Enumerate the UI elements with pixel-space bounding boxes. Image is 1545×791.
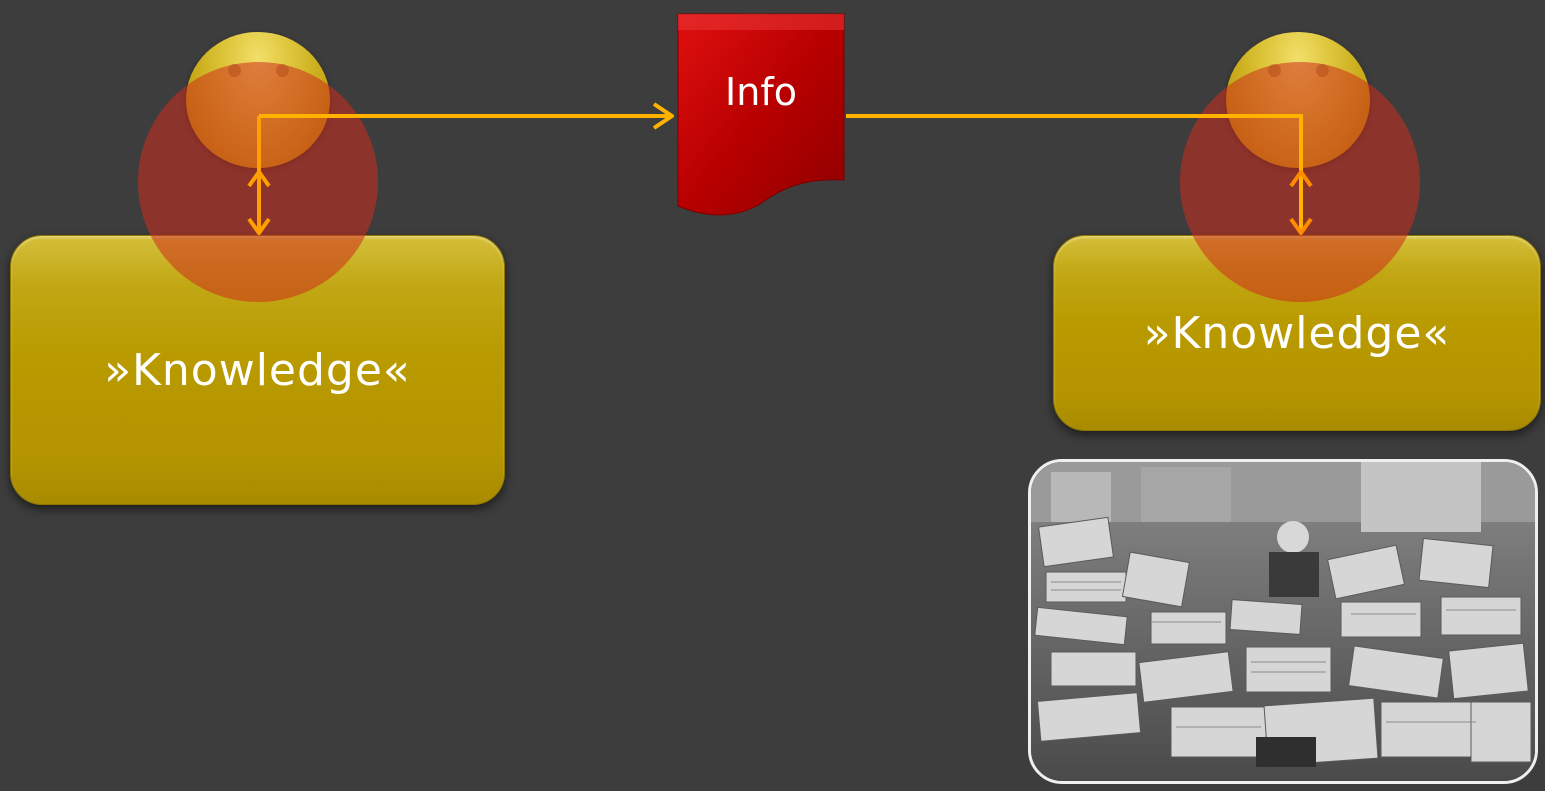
knowledge-label-right: »Knowledge« <box>1143 307 1451 359</box>
paper-stacks-image <box>1031 462 1535 781</box>
paper-stacks-photo <box>1028 459 1538 784</box>
focus-highlight-left <box>138 62 378 302</box>
knowledge-label-left: »Knowledge« <box>104 344 411 396</box>
document-label: Info <box>725 70 797 114</box>
document-icon <box>677 13 845 216</box>
focus-highlight-right <box>1180 62 1420 302</box>
